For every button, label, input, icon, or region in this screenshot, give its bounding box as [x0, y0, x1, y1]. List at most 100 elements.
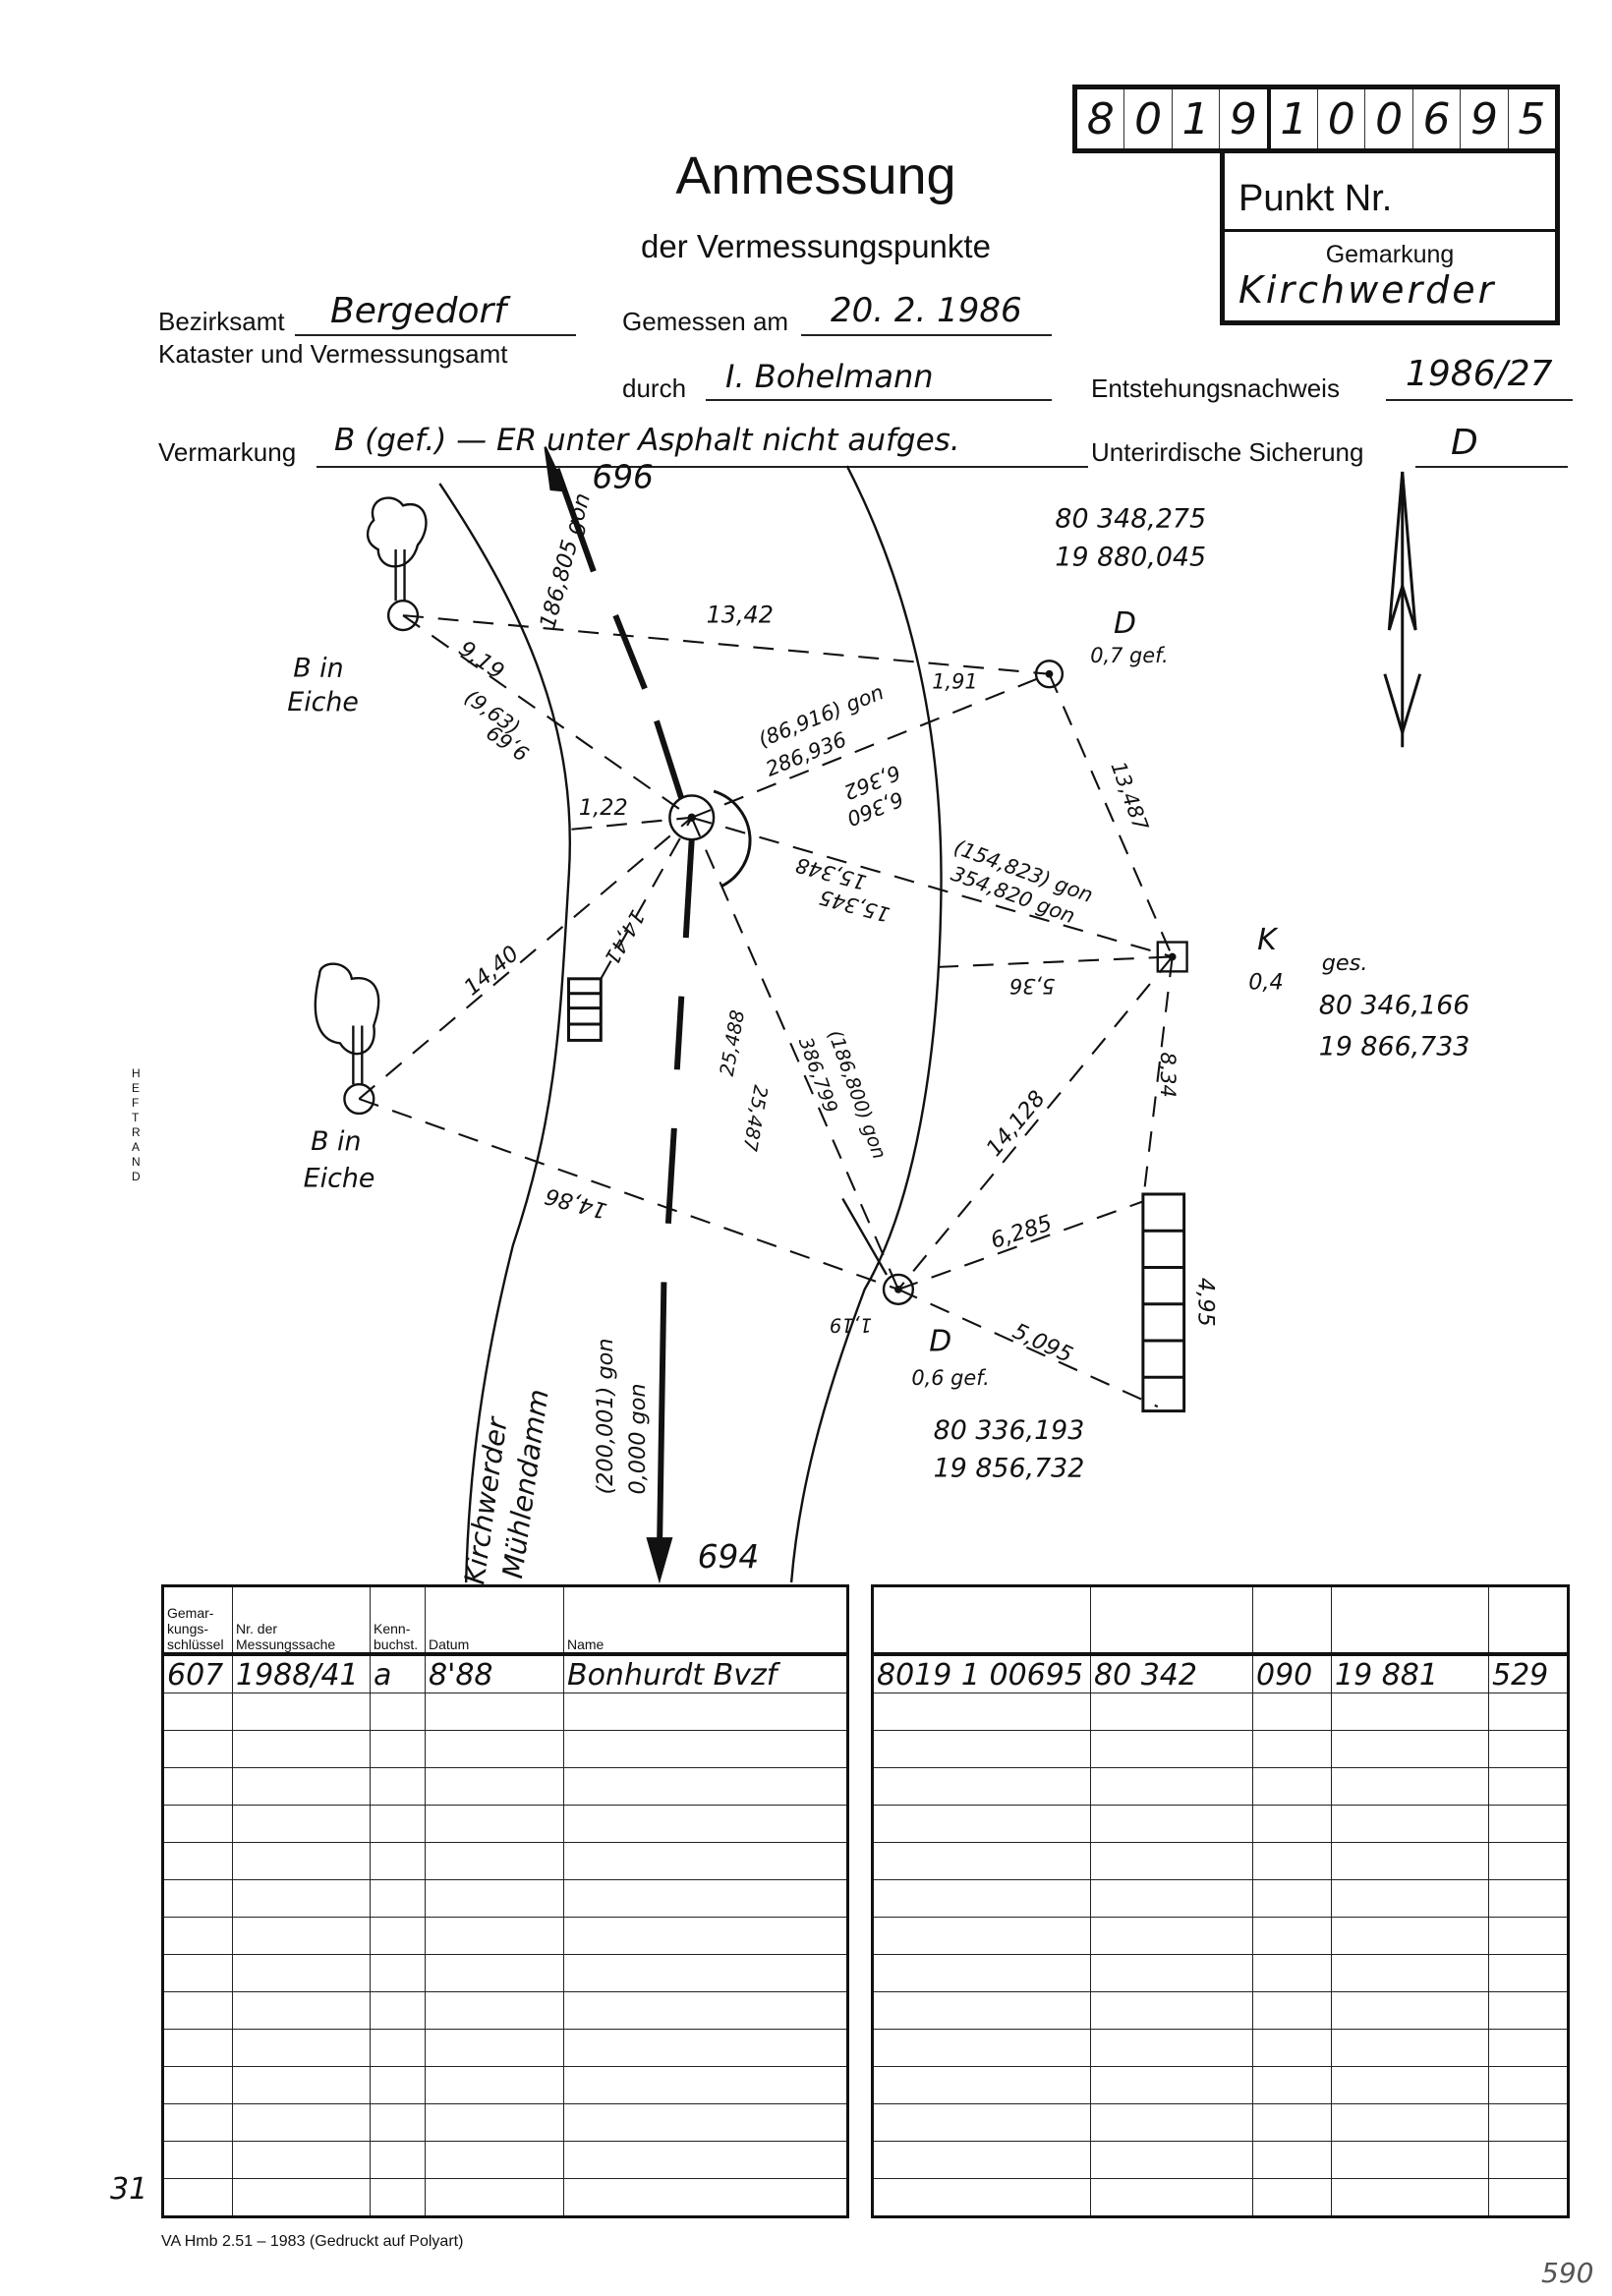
- table-cell[interactable]: [425, 1693, 564, 1731]
- table-cell[interactable]: [1331, 1954, 1489, 1992]
- table-cell[interactable]: 80 342: [1090, 1653, 1253, 1693]
- table-cell[interactable]: [563, 1991, 848, 2030]
- table-cell[interactable]: [1090, 1730, 1253, 1768]
- table-cell[interactable]: [1090, 1917, 1253, 1955]
- table-cell[interactable]: [1488, 1954, 1569, 1992]
- table-cell[interactable]: [563, 1730, 848, 1768]
- table-cell[interactable]: [1252, 1730, 1332, 1768]
- table-cell[interactable]: [162, 1805, 233, 1843]
- table-cell[interactable]: [1090, 1693, 1253, 1731]
- table-cell[interactable]: [232, 1954, 371, 1992]
- table-cell[interactable]: [1331, 2141, 1489, 2179]
- table-cell[interactable]: [162, 1879, 233, 1918]
- table-cell[interactable]: [162, 1730, 233, 1768]
- table-cell[interactable]: [232, 2103, 371, 2142]
- table-cell[interactable]: [1488, 2029, 1569, 2067]
- table-cell[interactable]: [1090, 1842, 1253, 1880]
- table-cell[interactable]: [425, 2066, 564, 2104]
- table-cell[interactable]: [232, 1917, 371, 1955]
- table-cell[interactable]: [872, 2178, 1091, 2217]
- table-cell[interactable]: [1331, 1842, 1489, 1880]
- table-cell[interactable]: [232, 2029, 371, 2067]
- table-cell[interactable]: [1090, 2178, 1253, 2217]
- table-cell[interactable]: [232, 1879, 371, 1918]
- table-cell[interactable]: 607: [162, 1653, 233, 1693]
- table-cell[interactable]: [1331, 2178, 1489, 2217]
- table-cell[interactable]: [370, 2141, 426, 2179]
- table-cell[interactable]: [563, 2029, 848, 2067]
- table-cell[interactable]: [162, 1954, 233, 1992]
- table-cell[interactable]: [1331, 1693, 1489, 1731]
- table-cell[interactable]: [1090, 2141, 1253, 2179]
- table-cell[interactable]: [1331, 1730, 1489, 1768]
- table-cell[interactable]: [1252, 1879, 1332, 1918]
- table-cell[interactable]: [425, 2141, 564, 2179]
- table-cell[interactable]: [162, 1842, 233, 1880]
- table-cell[interactable]: [1252, 2029, 1332, 2067]
- table-cell[interactable]: [370, 2178, 426, 2217]
- table-cell[interactable]: [232, 2141, 371, 2179]
- table-cell[interactable]: [1331, 1917, 1489, 1955]
- table-cell[interactable]: [425, 1879, 564, 1918]
- table-cell[interactable]: [872, 2141, 1091, 2179]
- table-cell[interactable]: [1252, 1805, 1332, 1843]
- table-cell[interactable]: [563, 2103, 848, 2142]
- table-cell[interactable]: [425, 1767, 564, 1806]
- table-cell[interactable]: [425, 2103, 564, 2142]
- table-cell[interactable]: [563, 2066, 848, 2104]
- table-cell[interactable]: [563, 1693, 848, 1731]
- table-cell[interactable]: [1252, 1954, 1332, 1992]
- table-cell[interactable]: [425, 1730, 564, 1768]
- table-cell[interactable]: [1331, 1767, 1489, 1806]
- table-cell[interactable]: [872, 1879, 1091, 1918]
- table-cell[interactable]: [1252, 1693, 1332, 1731]
- table-cell[interactable]: [1090, 1954, 1253, 1992]
- table-cell[interactable]: [1090, 1991, 1253, 2030]
- table-cell[interactable]: [232, 1805, 371, 1843]
- table-cell[interactable]: [1488, 1842, 1569, 1880]
- table-cell[interactable]: [1488, 1917, 1569, 1955]
- table-cell[interactable]: [1488, 2103, 1569, 2142]
- table-cell[interactable]: [1488, 1879, 1569, 1918]
- table-cell[interactable]: [1252, 1917, 1332, 1955]
- table-cell[interactable]: [425, 1805, 564, 1843]
- table-cell[interactable]: [1488, 2178, 1569, 2217]
- table-cell[interactable]: [1331, 2103, 1489, 2142]
- table-cell[interactable]: [162, 1991, 233, 2030]
- table-cell[interactable]: [1090, 1767, 1253, 1806]
- table-cell[interactable]: [370, 1917, 426, 1955]
- table-cell[interactable]: [162, 1767, 233, 1806]
- table-cell[interactable]: 8019 1 00695: [872, 1653, 1091, 1693]
- table-cell[interactable]: 090: [1252, 1653, 1332, 1693]
- table-cell[interactable]: [563, 1842, 848, 1880]
- table-cell[interactable]: [563, 1879, 848, 1918]
- table-cell[interactable]: [872, 2029, 1091, 2067]
- table-cell[interactable]: [232, 1991, 371, 2030]
- table-cell[interactable]: [370, 2103, 426, 2142]
- table-cell[interactable]: [162, 2029, 233, 2067]
- table-cell[interactable]: [872, 2066, 1091, 2104]
- table-cell[interactable]: [872, 1730, 1091, 1768]
- table-cell[interactable]: 8'88: [425, 1653, 564, 1693]
- table-cell[interactable]: [370, 1730, 426, 1768]
- table-cell[interactable]: [872, 1842, 1091, 1880]
- table-cell[interactable]: [563, 1767, 848, 1806]
- table-cell[interactable]: [232, 2066, 371, 2104]
- table-cell[interactable]: [1488, 2141, 1569, 2179]
- table-cell[interactable]: [370, 1879, 426, 1918]
- table-cell[interactable]: [232, 1842, 371, 1880]
- table-cell[interactable]: [1252, 2178, 1332, 2217]
- table-cell[interactable]: 529: [1488, 1653, 1569, 1693]
- table-cell[interactable]: [1331, 1879, 1489, 1918]
- table-cell[interactable]: [232, 2178, 371, 2217]
- table-cell[interactable]: [872, 1917, 1091, 1955]
- table-cell[interactable]: [1090, 1879, 1253, 1918]
- table-cell[interactable]: [1331, 1805, 1489, 1843]
- table-cell[interactable]: [563, 1805, 848, 1843]
- table-cell[interactable]: [370, 2066, 426, 2104]
- table-cell[interactable]: [425, 1954, 564, 1992]
- table-cell[interactable]: [370, 1954, 426, 1992]
- table-cell[interactable]: [563, 1917, 848, 1955]
- table-cell[interactable]: [1488, 1767, 1569, 1806]
- table-cell[interactable]: [370, 1842, 426, 1880]
